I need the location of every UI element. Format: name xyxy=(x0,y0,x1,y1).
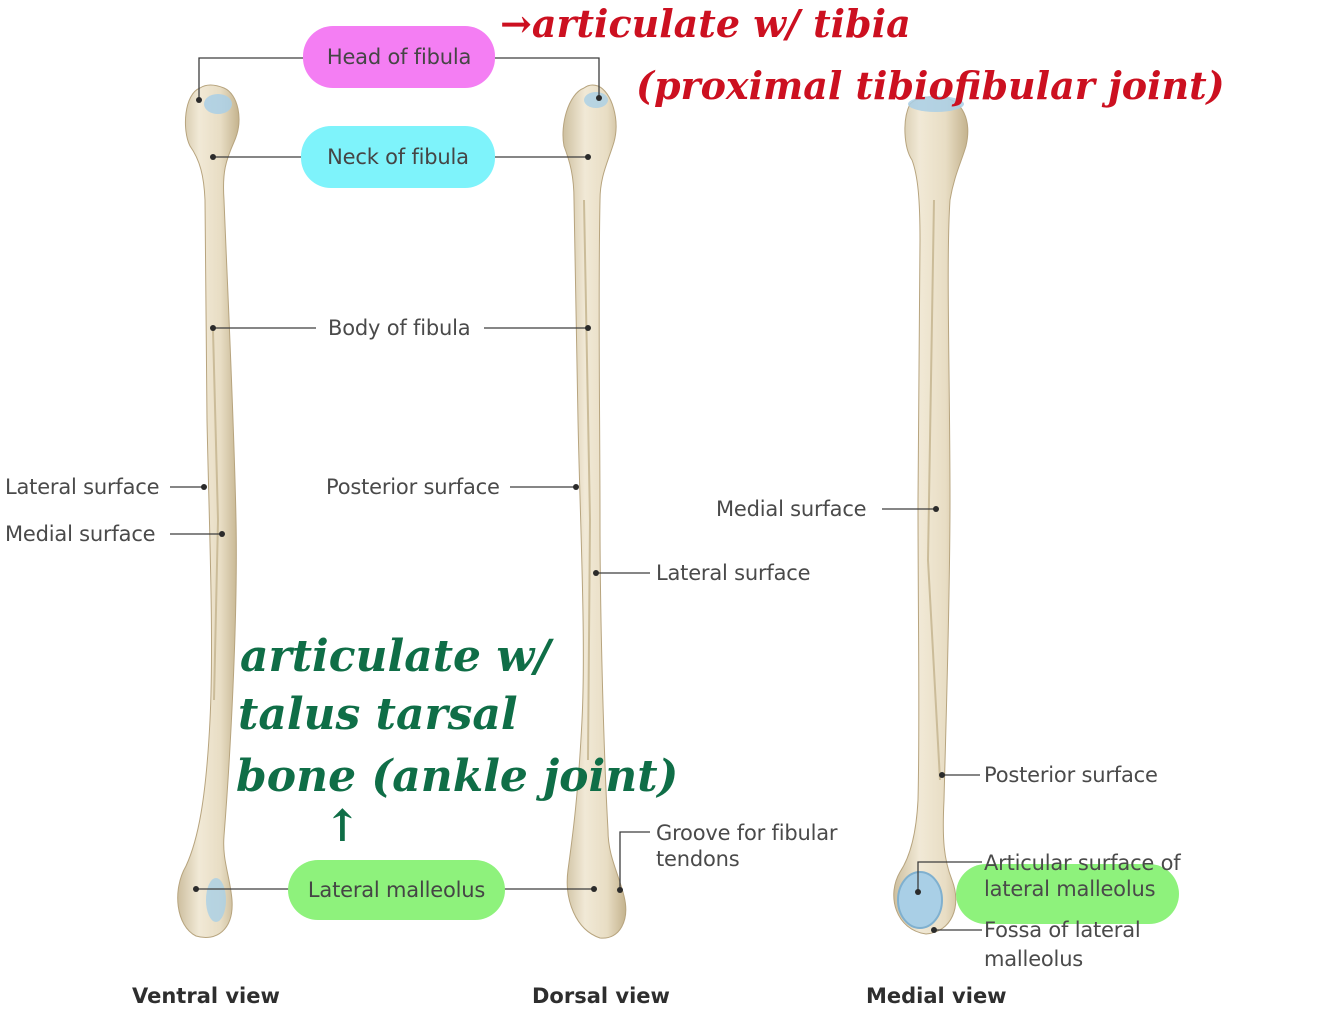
ventral-view-caption: Ventral view xyxy=(132,984,280,1008)
articular-label-line1: Articular surface of xyxy=(984,851,1181,875)
dot-marker-icon xyxy=(617,887,623,893)
groove-label-line1: Groove for fibular xyxy=(656,821,838,845)
green-arrow-icon: ↑ xyxy=(324,801,361,852)
groove-label-line2: tendons xyxy=(656,847,740,871)
dot-marker-icon xyxy=(939,772,945,778)
medial-posterior-surface-label: Posterior surface xyxy=(984,763,1158,787)
dorsal-view-caption: Dorsal view xyxy=(532,984,670,1008)
dorsal-lateral-surface-label: Lateral surface xyxy=(656,561,811,585)
dot-marker-icon xyxy=(585,154,591,160)
neck-of-fibula-label: Neck of fibula xyxy=(301,126,495,188)
dorsal-posterior-surface-label: Posterior surface xyxy=(326,475,500,499)
fossa-label-line1: Fossa of lateral xyxy=(984,918,1141,942)
green-note-line3: bone (ankle joint) xyxy=(236,751,679,802)
dot-marker-icon xyxy=(915,889,921,895)
ventral-medial-surface-label: Medial surface xyxy=(5,522,156,546)
red-note-line2: (proximal tibiofibular joint) xyxy=(636,63,1225,108)
dot-marker-icon xyxy=(933,506,939,512)
articular-surface-highlight xyxy=(956,864,1179,924)
dot-marker-icon xyxy=(931,927,937,933)
lateral-malleolus-label: Lateral malleolus xyxy=(288,860,505,920)
dot-marker-icon xyxy=(593,570,599,576)
medial-fibula-bone xyxy=(893,96,969,935)
dot-marker-icon xyxy=(201,484,207,490)
dot-marker-icon xyxy=(219,531,225,537)
dot-marker-icon xyxy=(193,886,199,892)
head-of-fibula-label: Head of fibula xyxy=(303,26,495,88)
dot-marker-icon xyxy=(210,154,216,160)
ventral-fibula-bone xyxy=(177,84,240,938)
red-note-line1: →articulate w/ tibia xyxy=(500,1,911,46)
green-note-line2: talus tarsal xyxy=(238,689,518,740)
dot-marker-icon xyxy=(196,97,202,103)
body-of-fibula-label: Body of fibula xyxy=(328,316,471,340)
dorsal-fibula-bone xyxy=(562,84,627,939)
dot-marker-icon xyxy=(591,886,597,892)
dot-marker-icon xyxy=(573,484,579,490)
dot-marker-icons xyxy=(193,95,945,933)
dot-marker-icon xyxy=(596,95,602,101)
medial-medial-surface-label: Medial surface xyxy=(716,497,867,521)
dot-marker-icon xyxy=(585,325,591,331)
green-note-line1: articulate w/ xyxy=(240,631,551,682)
dot-marker-icon xyxy=(210,325,216,331)
articular-label-line2: lateral malleolus xyxy=(984,877,1156,901)
medial-view-caption: Medial view xyxy=(866,984,1007,1008)
leader-lines xyxy=(170,57,982,931)
fossa-label-line2: malleolus xyxy=(984,947,1084,971)
ventral-lateral-surface-label: Lateral surface xyxy=(5,475,160,499)
